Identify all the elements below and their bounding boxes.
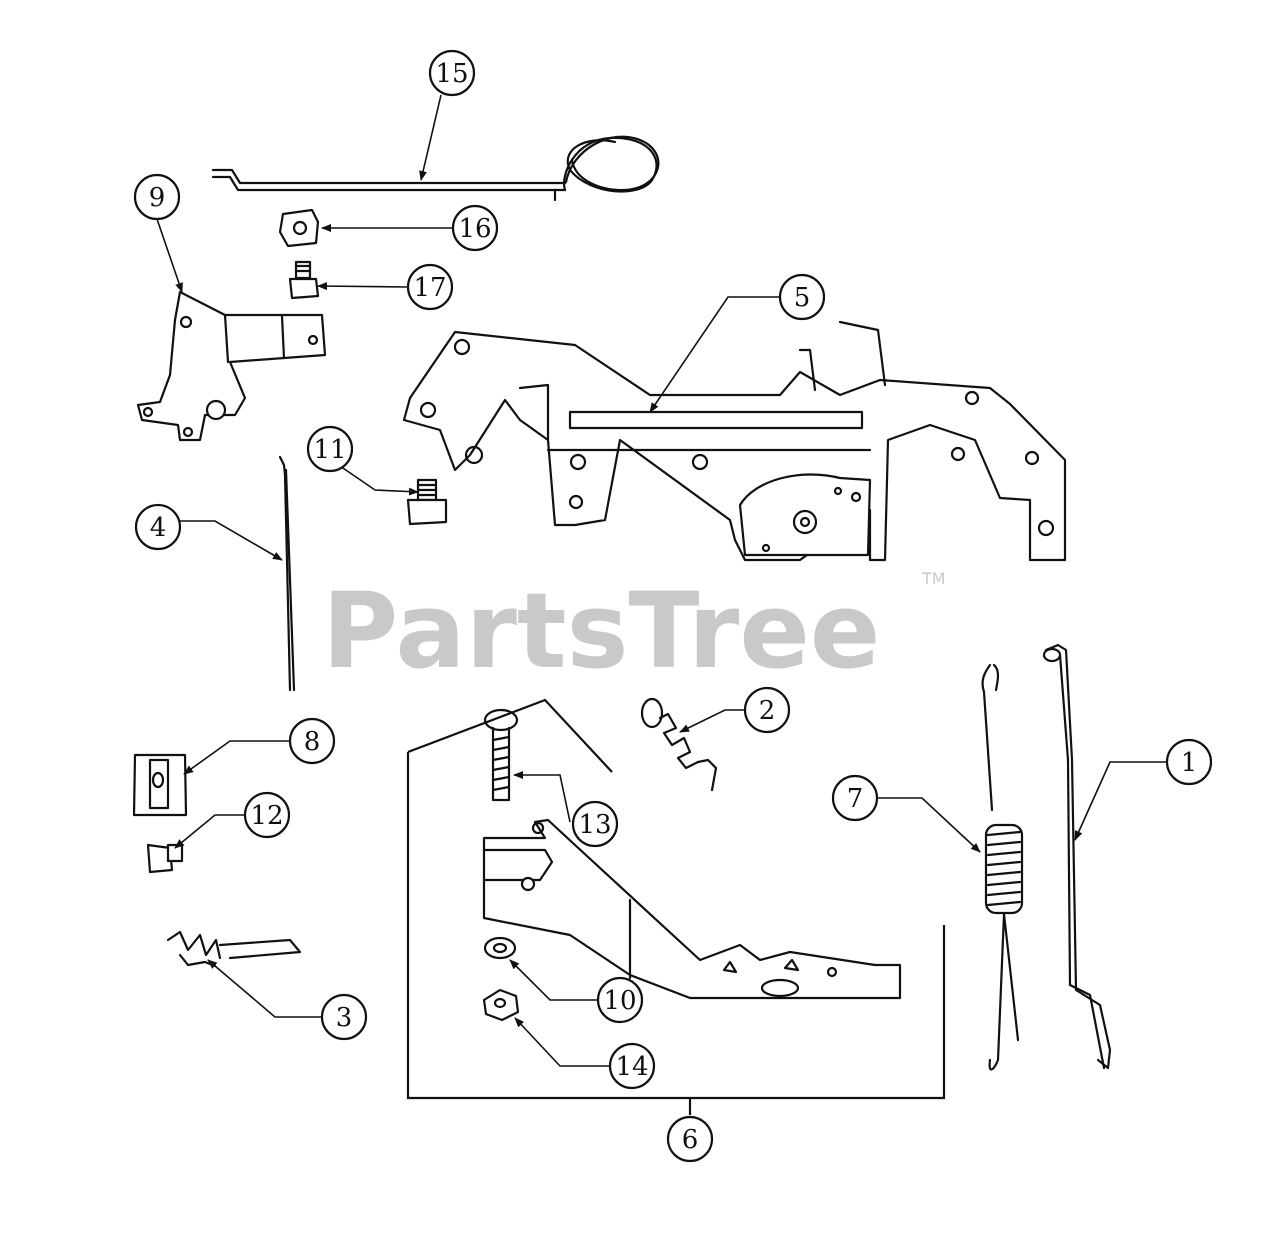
watermark: PartsTree TM: [322, 569, 946, 692]
leader-12: [174, 814, 245, 849]
part-16-nut: [278, 208, 320, 248]
callout-3[interactable]: 3: [320, 993, 368, 1041]
callout-7[interactable]: 7: [831, 774, 879, 822]
part-14-nut: [482, 988, 520, 1022]
svg-text:17: 17: [413, 273, 446, 303]
svg-text:7: 7: [847, 784, 864, 814]
callout-1[interactable]: 1: [1165, 738, 1213, 786]
part-4-rod: [278, 455, 296, 692]
svg-text:4: 4: [150, 513, 167, 543]
svg-text:1: 1: [1181, 748, 1198, 778]
svg-text:6: 6: [682, 1125, 699, 1155]
part-5-bracket-assembly: [402, 320, 1067, 562]
part-9-bracket: [136, 290, 327, 442]
part-13-bolt: [483, 708, 519, 802]
part-15-rod-spring: [211, 135, 660, 202]
svg-text:3: 3: [336, 1003, 353, 1033]
callout-9[interactable]: 9: [133, 173, 181, 221]
callout-16[interactable]: 16: [451, 204, 499, 252]
callout-10[interactable]: 10: [596, 976, 644, 1024]
svg-text:2: 2: [759, 696, 776, 726]
callout-15[interactable]: 15: [428, 49, 476, 97]
part-10-washer: [483, 936, 517, 960]
callouts: 15 9 16 17 5 11 4 2: [133, 49, 1213, 1163]
part-11-bolt: [406, 478, 448, 526]
callout-11[interactable]: 11: [306, 425, 354, 473]
leader-13: [513, 771, 571, 823]
part-12-bolt: [146, 843, 184, 874]
part-1-rod: [1042, 643, 1112, 1070]
leader-15: [419, 94, 442, 181]
callout-13[interactable]: 13: [571, 800, 619, 848]
callout-4[interactable]: 4: [134, 503, 182, 551]
watermark-text: PartsTree: [322, 570, 880, 692]
leader-14: [514, 1017, 610, 1067]
leader-11: [339, 465, 419, 496]
callout-12[interactable]: 12: [243, 791, 291, 839]
leader-8: [183, 740, 290, 775]
leader-lines: [156, 94, 1167, 1067]
assembly-6-bracket: [406, 698, 946, 1115]
svg-text:13: 13: [578, 810, 611, 840]
callout-2[interactable]: 2: [743, 686, 791, 734]
svg-text:12: 12: [250, 801, 283, 831]
part-3-spring: [166, 930, 302, 968]
leader-3: [207, 959, 322, 1018]
part-7-spring: [981, 663, 1024, 1071]
svg-text:8: 8: [304, 727, 321, 757]
svg-text:10: 10: [603, 986, 636, 1016]
svg-text:5: 5: [794, 283, 811, 313]
svg-text:15: 15: [435, 59, 468, 89]
callout-6[interactable]: 6: [666, 1115, 714, 1163]
leader-10: [509, 959, 598, 1001]
callout-5[interactable]: 5: [778, 273, 826, 321]
callout-14[interactable]: 14: [608, 1042, 656, 1090]
watermark-tm: TM: [921, 569, 946, 588]
leader-5: [649, 296, 780, 413]
svg-text:16: 16: [458, 214, 491, 244]
callout-8[interactable]: 8: [288, 717, 336, 765]
leader-7: [877, 797, 981, 853]
svg-text:14: 14: [615, 1052, 648, 1082]
part-17-screw: [288, 260, 320, 300]
leader-9: [156, 218, 183, 293]
part-6-lever: [482, 818, 902, 1000]
leader-2: [679, 709, 745, 733]
leader-17: [317, 282, 409, 291]
svg-text:9: 9: [149, 183, 166, 213]
svg-text:11: 11: [313, 435, 346, 465]
leader-4: [180, 520, 283, 561]
part-2-spring: [640, 697, 718, 792]
part-8-clip: [132, 753, 188, 817]
callout-17[interactable]: 17: [406, 263, 454, 311]
leader-1: [1074, 761, 1167, 841]
